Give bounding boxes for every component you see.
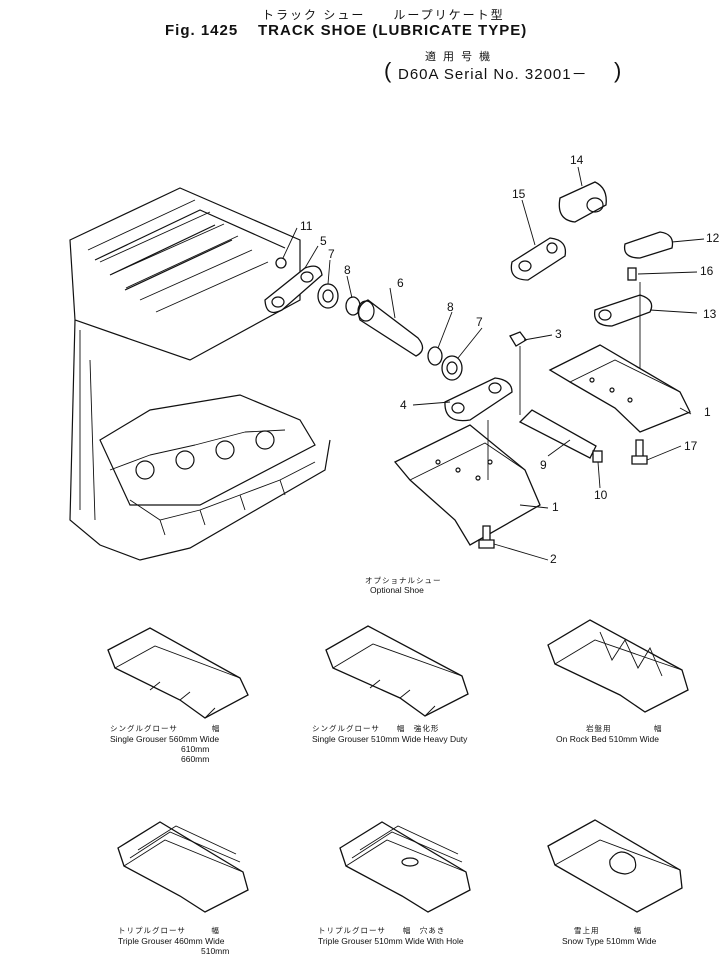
caption-jp: トリプルグローサ 幅 穴あき [318, 926, 446, 935]
callout-7-right: 7 [476, 315, 483, 329]
caption-jp: シングルグローサ 幅 [110, 724, 221, 733]
caption-line: Snow Type 510mm Wide [562, 936, 657, 946]
part-14-master-link [558, 181, 607, 223]
caption-jp: トリプルグローサ 幅 [118, 926, 220, 935]
caption-line: Single Grouser 510mm Wide Heavy Duty [312, 734, 468, 744]
callout-13: 13 [703, 307, 717, 321]
part-1-shoe-right [548, 344, 691, 433]
caption-snow-type: 雪上用 幅 Snow Type 510mm Wide [562, 925, 656, 946]
callout-1-center: 1 [552, 500, 559, 514]
caption-heavy-duty: シングルグローサ 幅 強化形 Single Grouser 510mm Wide… [312, 723, 467, 744]
part-7-seal-right [441, 355, 463, 381]
part-17-bolt [631, 439, 648, 465]
part-2-bolt [478, 525, 495, 549]
callout-8-right: 8 [447, 300, 454, 314]
caption-line: 610mm [181, 744, 210, 754]
title-japanese: トラック シュー ループリケート型 [262, 8, 505, 22]
callout-9: 9 [540, 458, 547, 472]
serial-close-paren: ) [614, 58, 623, 83]
serial-open-paren: ( [384, 58, 393, 83]
caption-line: Triple Grouser 460mm Wide [118, 936, 225, 946]
part-3-nut [509, 331, 527, 347]
caption-triple-grouser: トリプルグローサ 幅 Triple Grouser 460mm Wide 510… [118, 925, 229, 956]
part-4-link [444, 377, 513, 422]
caption-line: On Rock Bed 510mm Wide [556, 734, 659, 744]
part-8-ring-right [427, 346, 443, 366]
optional-shoe-label-jp: オプショナルシュー [365, 576, 442, 585]
caption-jp: シングルグローサ 幅 強化形 [312, 724, 440, 733]
optional-shoe-on-rock-bed [547, 619, 689, 713]
caption-line: 660mm [181, 754, 210, 764]
caption-triple-grouser-hole: トリプルグローサ 幅 穴あき Triple Grouser 510mm Wide… [318, 925, 464, 946]
caption-line: 510mm [201, 946, 230, 956]
optional-shoe-triple-grouser [117, 821, 249, 913]
part-16-pin [627, 267, 637, 281]
part-1-shoe-center [393, 424, 541, 546]
callout-2: 2 [550, 552, 557, 566]
callout-7-left: 7 [328, 247, 335, 261]
part-6-bushing [357, 299, 424, 357]
figure-number: Fig. 1425 [165, 22, 239, 39]
optional-shoe-triple-grouser-with-hole [339, 821, 471, 913]
optional-shoe-single-grouser [107, 627, 249, 719]
part-15-master-link [510, 237, 567, 281]
callout-12: 12 [706, 231, 720, 245]
callout-1-right: 1 [704, 405, 711, 419]
part-9-pin [518, 409, 597, 459]
callout-8-left: 8 [344, 263, 351, 277]
callout-10: 10 [594, 488, 608, 502]
caption-on-rock-bed: 岩盤用 幅 On Rock Bed 510mm Wide [556, 723, 663, 744]
caption-line: Single Grouser 560mm Wide [110, 734, 220, 744]
figure-title: TRACK SHOE (LUBRICATE TYPE) [258, 22, 528, 39]
callout-5: 5 [320, 234, 327, 248]
caption-single-grouser: シングルグローサ 幅 Single Grouser 560mm Wide 610… [110, 723, 220, 764]
optional-shoe-heavy-duty [325, 625, 469, 717]
caption-line: Triple Grouser 510mm Wide With Hole [318, 936, 464, 946]
part-10-spacer [592, 450, 603, 463]
part-5-link [264, 265, 323, 314]
track-assembly-illustration [69, 187, 331, 561]
callout-11: 11 [300, 219, 313, 233]
serial-number: D60A Serial No. 32001－ [398, 66, 588, 83]
callout-15: 15 [512, 187, 526, 201]
part-7-seal-left [317, 283, 339, 309]
serial-japanese: 適 用 号 機 [425, 51, 493, 63]
callout-3: 3 [555, 327, 562, 341]
callout-16: 16 [700, 264, 714, 278]
callout-14: 14 [570, 153, 584, 167]
callout-17: 17 [684, 439, 698, 453]
optional-shoe-label: Optional Shoe [370, 585, 424, 595]
part-11-plug [275, 257, 287, 269]
optional-shoe-snow-type [547, 819, 683, 913]
caption-jp: 雪上用 幅 [574, 926, 642, 935]
caption-jp: 岩盤用 幅 [586, 724, 663, 733]
part-12-block [623, 231, 674, 259]
callout-6: 6 [397, 276, 404, 290]
callout-4: 4 [400, 398, 407, 412]
